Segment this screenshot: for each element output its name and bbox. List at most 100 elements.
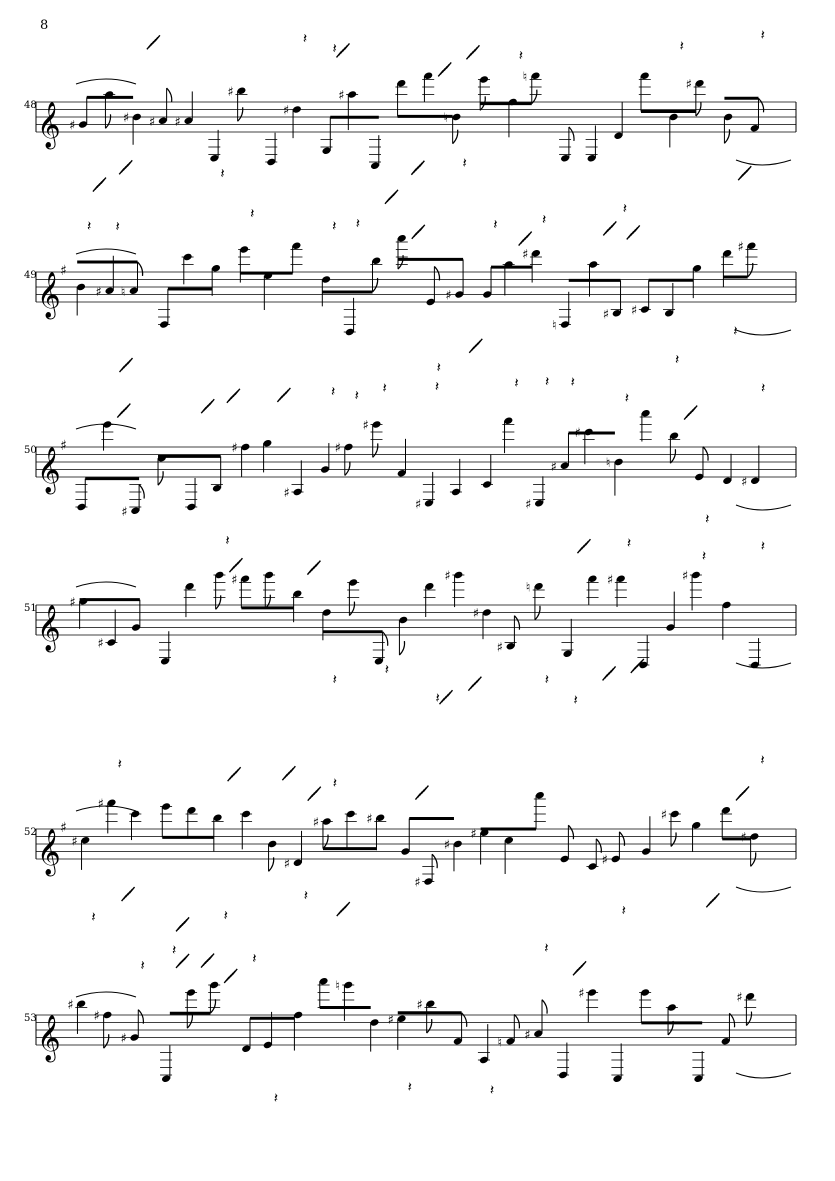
tremolo-stroke	[183, 953, 190, 961]
rest: 𝄽	[623, 201, 627, 217]
sharp-accidental: ♯	[96, 285, 102, 300]
notehead	[535, 792, 544, 799]
sharp-accidental: ♯	[607, 573, 613, 588]
sharp-accidental: ♯	[445, 289, 451, 304]
key-signature-sharp: ♯	[60, 820, 67, 836]
tremolo-stroke	[208, 398, 215, 406]
sharp-accidental: ♯	[284, 857, 290, 872]
tremolo-stroke	[526, 231, 533, 238]
tremolo-stroke	[584, 538, 591, 546]
sharp-accidental: ♯	[416, 998, 422, 1013]
notehead	[345, 328, 354, 336]
sharp-accidental: ♯	[414, 876, 420, 891]
notehead	[107, 799, 116, 806]
notehead	[293, 488, 302, 496]
notehead	[664, 310, 674, 317]
notehead	[322, 276, 331, 283]
treble-clef: 𝄞	[37, 605, 61, 653]
measure-number: 51	[24, 603, 37, 614]
tremolo-stroke	[154, 34, 161, 42]
note-flag	[426, 1018, 433, 1034]
note-flag	[452, 129, 459, 145]
tie	[75, 78, 137, 85]
tie	[75, 423, 137, 430]
rest: 𝄽	[332, 219, 336, 235]
notehead	[264, 571, 274, 579]
notehead	[639, 661, 648, 669]
notehead	[455, 291, 464, 298]
notehead	[349, 579, 358, 586]
notehead	[721, 1038, 730, 1045]
notehead	[746, 993, 755, 1000]
notehead	[479, 76, 489, 83]
tremolo-stroke	[446, 689, 454, 697]
tremolo-stroke	[124, 403, 131, 410]
sharp-accidental: ♯	[283, 104, 289, 119]
tie	[735, 886, 792, 893]
tie	[735, 662, 792, 669]
treble-clef: 𝄞	[37, 447, 61, 495]
notehead	[159, 321, 169, 328]
sharp-accidental: ♯	[497, 640, 503, 655]
note-flag	[382, 631, 389, 646]
notehead	[506, 643, 515, 650]
note-flag	[103, 1034, 110, 1049]
notehead	[241, 575, 250, 582]
note-flag	[166, 87, 173, 103]
notehead	[667, 1004, 676, 1011]
treble-clef: 𝄞	[37, 102, 61, 150]
rest: 𝄽	[408, 1080, 412, 1096]
rest: 𝄽	[87, 218, 91, 234]
rest: 𝄽	[304, 888, 308, 904]
notehead	[131, 624, 141, 631]
notehead	[76, 283, 86, 291]
notehead	[210, 155, 219, 162]
sharp-accidental: ♯	[149, 115, 155, 130]
rest: 𝄽	[493, 217, 497, 233]
tie	[735, 504, 792, 511]
notehead	[669, 113, 678, 121]
rest: 𝄽	[545, 672, 549, 688]
notehead	[587, 155, 596, 162]
sharp-accidental: ♯	[738, 240, 744, 255]
notehead	[563, 650, 572, 657]
notehead	[641, 848, 651, 855]
notehead	[534, 500, 544, 507]
notehead	[560, 321, 570, 328]
notehead	[452, 113, 461, 121]
notehead	[77, 1000, 86, 1007]
rest: 𝄽	[356, 216, 360, 232]
measure-number: 48	[24, 100, 37, 111]
note-flag	[186, 1014, 194, 1029]
notehead	[263, 440, 272, 447]
tie	[735, 159, 792, 166]
rest: 𝄽	[383, 380, 387, 396]
notehead	[425, 583, 434, 590]
tremolo-stroke	[419, 224, 426, 232]
sharp-accidental: ♯	[551, 460, 557, 475]
tie	[75, 991, 137, 998]
rest: 𝄽	[680, 38, 684, 54]
notehead	[589, 261, 598, 268]
notehead	[397, 1015, 406, 1022]
notehead	[131, 507, 140, 514]
notehead	[723, 477, 732, 484]
rest: 𝄽	[760, 752, 764, 768]
notehead	[694, 1075, 703, 1082]
notehead	[560, 855, 569, 863]
rest: 𝄽	[544, 940, 548, 956]
tremolo-stroke	[580, 960, 587, 968]
sharp-accidental: ♯	[388, 1013, 394, 1028]
measure-number: 52	[24, 827, 37, 838]
note-flag	[567, 824, 575, 840]
tremolo-stroke	[422, 785, 429, 792]
rest: 𝄽	[514, 375, 518, 391]
tie	[75, 581, 137, 588]
notehead	[534, 583, 543, 590]
rest: 𝄽	[252, 951, 256, 967]
natural-accidental: ♮	[606, 456, 611, 471]
notehead	[612, 310, 621, 317]
notehead	[322, 609, 331, 616]
notehead	[750, 661, 759, 669]
